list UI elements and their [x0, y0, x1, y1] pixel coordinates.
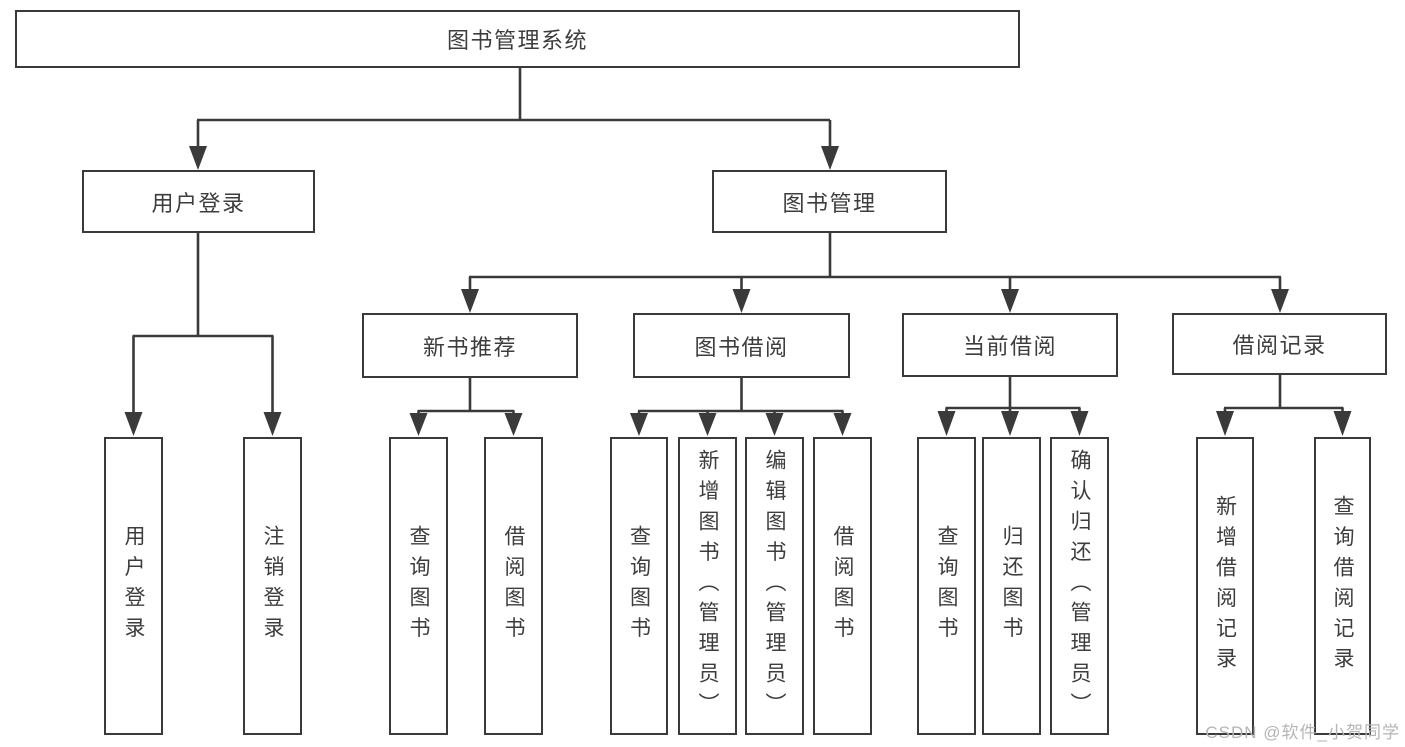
leaf-query-books-borrowing: 查询图书 [610, 437, 668, 735]
leaf-confirm-return-admin: 确认归还（管理员） [1050, 437, 1109, 735]
arrowhead [1001, 289, 1019, 313]
arrowhead [833, 413, 852, 436]
leaf-query-books-borrowing-label: 查询图书 [627, 525, 651, 647]
node-new-book-recommend: 新书推荐 [362, 313, 578, 378]
arrowhead [630, 413, 648, 436]
connector-book-borrowing-children [637, 378, 844, 416]
connector-current-borrowing-children [945, 377, 1081, 414]
leaf-user-login-label: 用户登录 [122, 525, 145, 647]
arrowhead [732, 289, 751, 313]
connector-borrowing-records-children [1223, 375, 1344, 414]
arrowhead [937, 411, 956, 436]
node-user-login: 用户登录 [82, 170, 315, 233]
leaf-borrow-books-borrowing-label: 借阅图书 [831, 525, 854, 647]
node-book-management: 图书管理 [712, 170, 947, 233]
leaf-return-books: 归还图书 [982, 437, 1041, 735]
watermark: CSDN @软件_小贺同学 [1205, 723, 1400, 742]
leaf-query-borrow-record-label: 查询借阅记录 [1331, 494, 1354, 678]
arrowhead [263, 412, 282, 436]
leaf-user-login: 用户登录 [104, 437, 163, 735]
leaf-confirm-return-admin-label: 确认归还（管理员） [1068, 448, 1091, 724]
leaf-query-books-current-label: 查询图书 [935, 525, 958, 647]
arrowhead [409, 413, 428, 436]
arrowhead [189, 146, 207, 170]
arrowhead [1271, 289, 1289, 313]
arrowhead [1333, 411, 1352, 436]
leaf-borrow-books-recommend-label: 借阅图书 [502, 525, 525, 647]
node-borrowing-records: 借阅记录 [1172, 313, 1387, 375]
leaf-edit-books-admin: 编辑图书（管理员） [745, 437, 804, 735]
arrowhead [124, 412, 143, 436]
leaf-edit-books-admin-label: 编辑图书（管理员） [763, 448, 786, 724]
arrowhead [765, 413, 784, 436]
arrowhead [461, 289, 479, 313]
arrowhead [1070, 411, 1089, 436]
connector-new-book-children [417, 378, 515, 416]
leaf-logout: 注销登录 [243, 437, 302, 735]
connector-user-login-children [132, 233, 274, 416]
arrowhead [821, 146, 839, 170]
leaf-query-books-recommend: 查询图书 [389, 437, 448, 735]
leaf-add-books-admin-label: 新增图书（管理员） [696, 448, 719, 724]
leaf-query-books-current: 查询图书 [917, 437, 976, 735]
connector-root-to-level2 [196, 68, 832, 150]
leaf-add-borrow-record: 新增借阅记录 [1196, 437, 1254, 735]
node-book-borrowing: 图书借阅 [633, 313, 850, 378]
arrowhead [698, 413, 717, 436]
leaf-query-books-recommend-label: 查询图书 [407, 525, 430, 647]
arrowhead [504, 413, 523, 436]
leaf-query-borrow-record: 查询借阅记录 [1314, 437, 1371, 735]
node-current-borrowing: 当前借阅 [902, 313, 1118, 377]
leaf-add-books-admin: 新增图书（管理员） [678, 437, 737, 735]
node-book-management-system: 图书管理系统 [15, 10, 1020, 68]
leaf-borrow-books-recommend: 借阅图书 [484, 437, 543, 735]
arrowhead [1216, 411, 1234, 436]
leaf-return-books-label: 归还图书 [1000, 525, 1023, 647]
leaf-add-borrow-record-label: 新增借阅记录 [1213, 494, 1237, 678]
connector-book-management-children [468, 233, 1282, 292]
leaf-borrow-books-borrowing: 借阅图书 [813, 437, 872, 735]
arrowhead [1001, 411, 1019, 436]
leaf-logout-label: 注销登录 [261, 525, 284, 647]
